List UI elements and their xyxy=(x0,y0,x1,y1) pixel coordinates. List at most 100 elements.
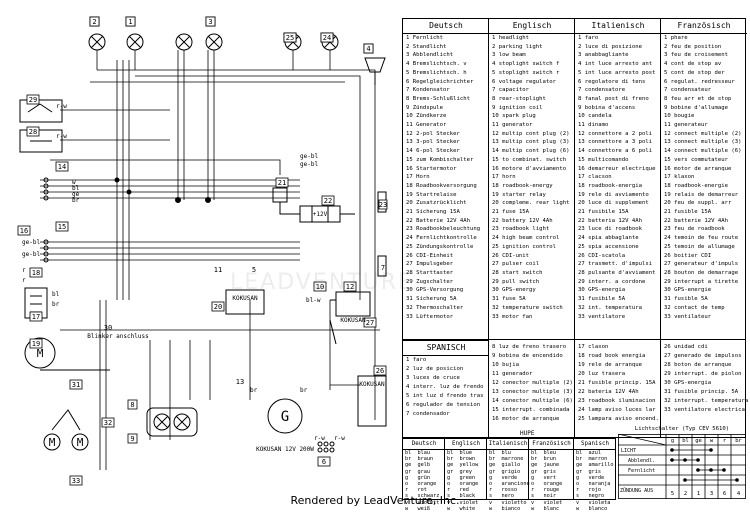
legend-entry: 28 Starttaster xyxy=(406,269,454,276)
wire-label: ge-bl xyxy=(22,251,40,258)
footer-credit: Rendered by LeadVenture, Inc. xyxy=(290,494,460,507)
box-label: 23 xyxy=(379,201,387,209)
box-label: 29 xyxy=(29,96,37,104)
legend-entry: 10 bujia xyxy=(492,362,519,368)
box-label: 1 xyxy=(128,18,132,26)
legend-entry: 15 multicomando xyxy=(578,156,629,163)
legend-entry: 32 interrupt. temperatura xyxy=(664,398,749,404)
legend-entry: 16 Startermotor xyxy=(406,165,457,172)
generator-caption: KOKUSAN 12V 200W xyxy=(256,446,314,453)
legend-entry: 12 connettore a 2 poli xyxy=(578,130,653,137)
legend-entry: 30 GPS-energia xyxy=(664,380,712,386)
legend-entry: 10 bougie xyxy=(664,113,695,120)
legend-entry: 26 boitier CDI xyxy=(664,252,712,259)
legend-entry: 11 Generator xyxy=(406,122,447,129)
color-entry: ge amarillo xyxy=(576,462,614,469)
legend-entry: 22 bateria 12V 4Ah xyxy=(578,389,639,395)
legend-entry: 27 Impulsgeber xyxy=(406,261,454,268)
legend-entry: 4 interr. luz de frendo xyxy=(406,384,484,390)
legend-entry: 6 regulador de tension xyxy=(406,402,481,408)
legend-entry: 14 connect multiple (6) xyxy=(664,148,742,155)
legend-entry: 21 Sicherung 15A xyxy=(406,209,460,216)
legend-header-italienisch: Italienisch xyxy=(575,19,661,34)
switch-number: 2 xyxy=(684,491,687,497)
color-entry: gr grigio xyxy=(489,468,521,475)
legend-entry: 20 feu de suppl. arr xyxy=(664,200,732,207)
box-label: 14 xyxy=(58,163,66,171)
legend-entry: 4 Bremslichtsch. v xyxy=(406,61,467,68)
legend-entry: 17 Horn xyxy=(406,174,430,181)
legend-entry: 19 rele de arranque xyxy=(578,362,642,368)
legend-entry: 7 capacitor xyxy=(492,87,530,94)
box-label: 28 xyxy=(29,128,37,136)
legend-entry: 10 spark plug xyxy=(492,113,536,120)
color-entry: s schwarz xyxy=(405,493,440,500)
color-entry: r rot xyxy=(405,487,427,494)
legend-entry: 22 battery 12V 4Ah xyxy=(492,217,553,224)
box-label: 2 xyxy=(92,18,96,26)
box-label: 31 xyxy=(72,381,80,389)
kokusan-coil-label: KOKUSAN xyxy=(340,317,366,324)
legend-entry: 25 spia accensione xyxy=(578,243,639,250)
legend-entry: 1 Fernlicht xyxy=(406,35,444,41)
legend-entry: 29 interrupt a tirette xyxy=(664,278,739,285)
color-entry: bl bleu xyxy=(531,450,556,456)
wire-label: ge-bl xyxy=(22,239,40,246)
blinker-caption: Blinker anschluss xyxy=(87,333,149,340)
legend-entry: 26 unidad cdi xyxy=(664,344,708,350)
color-entry: r rojo xyxy=(576,487,601,494)
color-entry: g grün xyxy=(405,474,430,481)
legend-entry: 22 batteria 12V 4Ah xyxy=(578,217,642,224)
legend-entry: 25 Zündungskontrolle xyxy=(406,243,474,250)
legend-entry: 9 bobine d'allumage xyxy=(664,104,728,111)
legend-entry: 7 condensador xyxy=(406,411,450,417)
watermark: LEADVENTURE xyxy=(230,270,414,295)
color-entry: bl azul xyxy=(576,450,601,456)
legend-entry: 32 int. temperatura xyxy=(578,304,642,311)
wire-label: r xyxy=(22,277,26,284)
legend-entry: 5 cont de stop der xyxy=(664,69,725,76)
color-entry: br marrone xyxy=(489,456,524,463)
legend-entry: 3 luces de cruce xyxy=(406,375,460,381)
legend-entry: 31 fusible 5A xyxy=(664,296,708,303)
wire-label: br xyxy=(300,387,308,394)
legend-entry: 29 interr. a cordone xyxy=(578,278,646,285)
box-label: 11 xyxy=(214,266,222,274)
color-entry: v violett xyxy=(405,499,440,506)
legend-entry: 17 claxon xyxy=(578,344,609,350)
legend-entry: 33 ventilatore electrica xyxy=(664,407,745,413)
legend-entry: 25 temoin de allumage xyxy=(664,243,735,250)
legend-entry: 19 starter relay xyxy=(492,191,546,198)
legend-entry: 32 temperature switch xyxy=(492,304,563,311)
color-entry: bl blu xyxy=(489,450,511,456)
box-label: 22 xyxy=(324,197,332,205)
legend-header-englisch: Englisch xyxy=(489,19,575,34)
switch-number: 1 xyxy=(697,491,700,497)
legend-entry: 26 CDI-unit xyxy=(492,252,530,259)
wire-label: bl xyxy=(52,291,60,298)
kokusan-regulator-label: KOKUSAN xyxy=(232,295,258,302)
legend-entry: 9 bobina d'accens xyxy=(578,104,636,111)
legend-entry: 2 luce di posizione xyxy=(578,43,642,50)
box-label: 19 xyxy=(32,340,40,348)
box-label: 8 xyxy=(130,401,134,409)
horn-icon xyxy=(364,57,386,73)
color-entry: s nero xyxy=(489,493,514,500)
legend-entry: 15 to combinat. switch xyxy=(492,156,567,163)
box-label: 3 xyxy=(208,18,212,26)
legend-entry: 1 phare xyxy=(664,35,688,41)
wire-label: bl xyxy=(72,185,80,192)
color-entry: v violet xyxy=(531,499,563,506)
legend-entry: 11 dinamo xyxy=(578,122,609,129)
color-entry: s noir xyxy=(531,493,556,500)
legend-entry: 5 Bremslichtsch. h xyxy=(406,69,467,76)
legend-entry: 6 Regelgleichrichter xyxy=(406,78,474,85)
color-entry: v violetto xyxy=(489,499,527,506)
legend-entry: 24 Fernlichtkontrolle xyxy=(406,235,477,242)
color-entry: ge giallo xyxy=(489,462,521,469)
legend-entry: 13 multip cont plug (3) xyxy=(492,139,570,146)
